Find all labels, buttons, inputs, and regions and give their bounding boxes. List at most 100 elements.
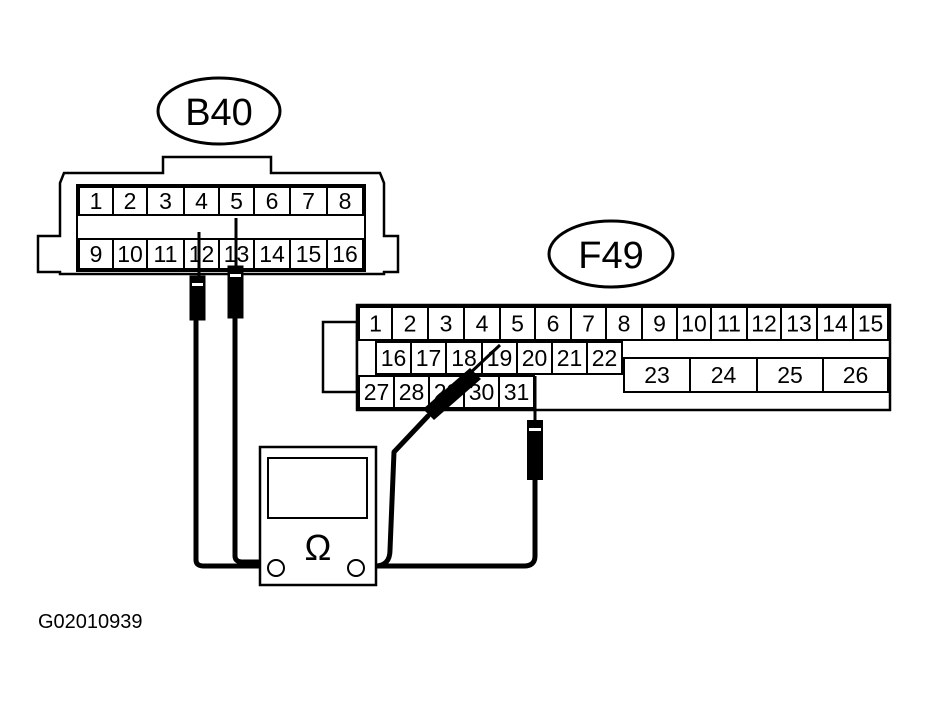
f49-pin-8-label: 8 [618,311,631,337]
probe-f49-20-band [529,428,541,431]
b40-pin-2: 2 [112,186,148,216]
meter-display [267,457,368,519]
probe-f49-20 [527,420,543,480]
f49-pin-17: 17 [410,341,447,375]
f49-pin-1: 1 [358,306,393,341]
b40-pin-4-label: 4 [195,188,208,214]
b40-label: B40 [185,92,253,134]
meter-terminal-left [267,559,285,577]
f49-label-ellipse [547,219,675,289]
f49-pin-11-box [710,306,748,341]
f49-pin-24: 24 [689,357,758,393]
lead-f49-pin20 [362,477,538,569]
f49-pin-15-box [852,306,889,341]
b40-pin-10-label: 10 [117,241,143,267]
lead-b40-pin5 [232,315,269,565]
b40-pin-4-box [183,186,220,216]
figure-code: G02010939 [38,611,143,633]
f49-pin-23-label: 23 [644,362,670,388]
b40-pin-block [76,184,366,272]
f49-pin-27: 27 [358,375,395,409]
f49-pin-4-box [463,306,501,341]
ohm-symbol: Ω [305,527,332,568]
b40-pin-1-label: 1 [90,188,103,214]
b40-pin-14-label: 14 [259,241,285,267]
f49-pin-11-label: 11 [717,311,741,337]
f49-pin-4: 4 [463,306,501,341]
b40-pin-5: 5 [218,186,255,216]
b40-pin-15-label: 15 [296,241,322,267]
probe-b40-4-band [192,283,203,286]
f49-pin-5: 5 [499,306,536,341]
f49-pin-26-label: 26 [843,362,869,388]
b40-pin-9-box [78,238,114,270]
f49-pin-7-label: 7 [582,311,595,337]
probe-b40-4 [189,275,206,321]
f49-pin-3: 3 [427,306,465,341]
b40-pin-5-box [218,186,255,216]
probe-b40-5-band [230,274,241,277]
f49-pin-9-label: 9 [653,311,666,337]
ohmmeter: Ω [258,445,378,587]
f49-pin-23-box [623,357,691,393]
b40-pin-8: 8 [326,186,364,216]
f49-pin-3-box [427,306,465,341]
lead-b40-pin4 [193,315,269,569]
f49-pin-25-box [756,357,824,393]
f49-pin-13-label: 13 [786,311,812,337]
f49-pin-15: 15 [852,306,889,341]
f49-pin-28-label: 28 [399,379,425,405]
f49-pin-15-label: 15 [858,311,884,337]
f49-pin-21: 21 [551,341,588,375]
f49-pin-18: 18 [445,341,483,375]
b40-label-ellipse [156,76,282,146]
f49-pin-7-box [570,306,607,341]
f49-pin-14-label: 14 [822,311,848,337]
f49-pin-5-box [499,306,536,341]
probe-f49-19 [423,368,481,420]
f49-pin-2-label: 2 [404,311,417,337]
meter-terminal-right [347,559,365,577]
b40-pin-1: 1 [78,186,114,216]
f49-pin-27-label: 27 [364,379,390,405]
f49-label: F49 [578,235,643,277]
f49-pin-28: 28 [393,375,430,409]
f49-pin-12-label: 12 [751,311,777,337]
f49-pin-1-label: 1 [369,311,382,337]
f49-pin-16-label: 16 [381,345,407,371]
f49-pin-13: 13 [780,306,818,341]
f49-latch [321,320,359,394]
b40-pin-4: 4 [183,186,220,216]
f49-pin-21-label: 21 [557,345,583,371]
f49-pin-18-label: 18 [451,345,477,371]
b40-pin-12-label: 12 [189,241,215,267]
f49-pin-26-box [822,357,889,393]
f49-pin-19-label: 19 [487,345,513,371]
b40-pin-3: 3 [146,186,185,216]
b40-pin-9-label: 9 [90,241,103,267]
probes [189,218,543,480]
b40-pin-10: 10 [112,238,148,270]
probe-b40-5 [227,265,244,319]
f49-pin-30: 30 [463,375,500,409]
b40-pin-16-label: 16 [332,241,358,267]
b40-pin-3-label: 3 [159,188,172,214]
f49-pin-9: 9 [641,306,678,341]
f49-pin-6: 6 [534,306,572,341]
probe-tip-f49-19 [466,343,502,377]
f49-pin-23: 23 [623,357,691,393]
f49-pin-10-box [676,306,712,341]
f49-pin-17-label: 17 [416,345,442,371]
b40-pin-5-label: 5 [230,188,243,214]
f49-pin-5-label: 5 [511,311,524,337]
b40-pin-16: 16 [326,238,364,270]
f49-pin-20: 20 [516,341,553,375]
b40-pin-8-label: 8 [339,188,352,214]
b40-pin-3-box [146,186,185,216]
f49-pin-24-label: 24 [711,362,737,388]
b40-pin-8-box [326,186,364,216]
f49-pin-12: 12 [746,306,782,341]
